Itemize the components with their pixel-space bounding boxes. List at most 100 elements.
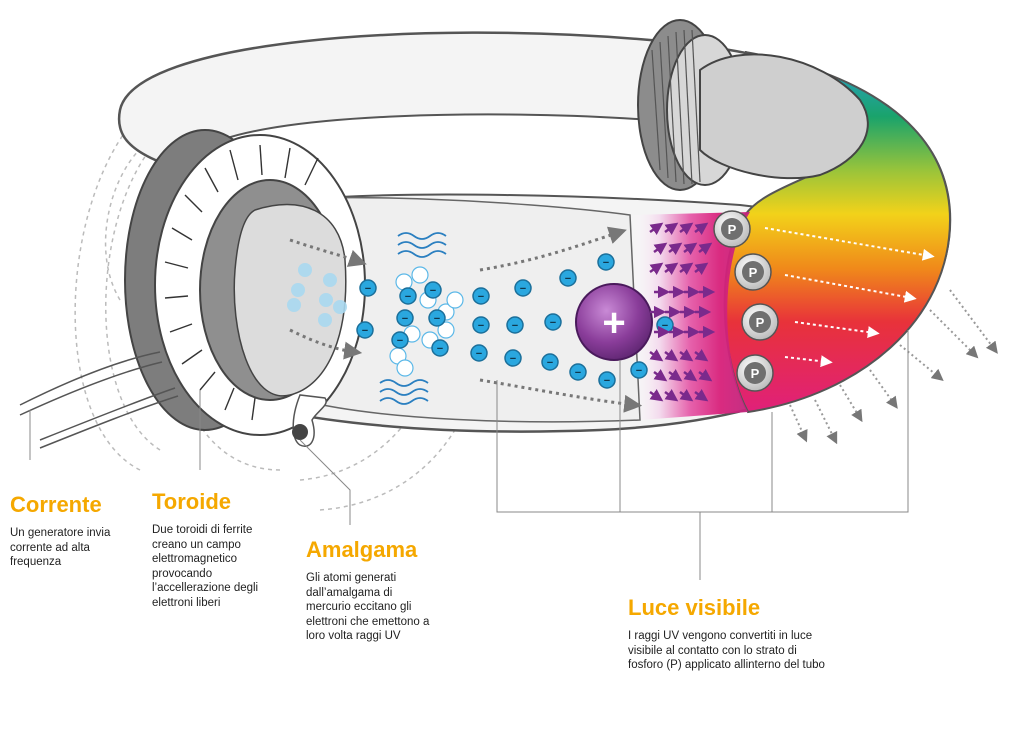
- electron: −: [391, 331, 409, 349]
- svg-text:−: −: [476, 348, 482, 360]
- luce-line: fosforo (P) applicato allinterno del tub…: [628, 659, 825, 671]
- uv-arrow: [679, 262, 694, 275]
- electron: −: [431, 339, 449, 357]
- electron-faded: [287, 298, 301, 312]
- uv-arrow: [698, 242, 713, 255]
- luce-title: Luce visibile: [628, 595, 761, 620]
- phosphor-atom: P: [734, 253, 772, 291]
- electron: −: [541, 353, 559, 371]
- electron-orbit: [437, 321, 455, 339]
- svg-text:−: −: [405, 291, 411, 303]
- uv-arrow: [694, 349, 709, 362]
- svg-text:P: P: [749, 265, 758, 280]
- electron-faded: [333, 300, 347, 314]
- svg-text:−: −: [565, 273, 571, 285]
- electron: −: [559, 269, 577, 287]
- electron: −: [428, 309, 446, 327]
- svg-text:−: −: [434, 313, 440, 325]
- electron: −: [504, 349, 522, 367]
- leader-lines: [29, 330, 909, 580]
- svg-text:−: −: [478, 320, 484, 332]
- svg-text:−: −: [430, 285, 436, 297]
- corrente-line: corrente ad alta: [10, 541, 90, 554]
- toroide-line: Due toroidi di ferrite: [152, 524, 253, 536]
- toroide-line: elettromagnetico: [152, 553, 238, 565]
- svg-text:−: −: [550, 317, 556, 329]
- uv-arrow: [694, 389, 709, 402]
- amalgama-line: loro volta raggi UV: [306, 630, 401, 642]
- electron-faded: [323, 273, 337, 287]
- label-toroide: Toroide Due toroidi di ferrite creano un…: [152, 489, 258, 610]
- svg-text:−: −: [575, 367, 581, 379]
- uv-waves: [379, 232, 447, 405]
- uv-arrow: [664, 222, 679, 235]
- amalgama-desc: Gli atomi generati dall’amalgama di merc…: [306, 571, 429, 644]
- label-amalgama: Amalgama Gli atomi generati dall’amalgam…: [306, 537, 429, 644]
- svg-text:−: −: [478, 291, 484, 303]
- uv-arrow: [649, 262, 664, 275]
- amalgama-line: mercurio eccitano gli: [306, 601, 412, 613]
- uv-arrow: [698, 369, 713, 382]
- corrente-title: Corrente: [10, 492, 102, 517]
- uv-arrow: [668, 369, 683, 382]
- svg-text:−: −: [603, 257, 609, 269]
- svg-text:−: −: [437, 343, 443, 355]
- toroide-desc: Due toroidi di ferrite creano un campo e…: [152, 523, 258, 610]
- electron-orbit: [396, 359, 414, 377]
- phosphor-atom: P: [736, 354, 774, 392]
- electron: −: [569, 363, 587, 381]
- amalgama-title: Amalgama: [306, 537, 418, 562]
- uv-arrow: [653, 242, 668, 255]
- uv-arrow: [679, 222, 694, 235]
- uv-arrow: [694, 262, 709, 275]
- mercury-ion: +: [575, 283, 653, 361]
- uv-arrow: [649, 349, 664, 362]
- svg-text:−: −: [512, 320, 518, 332]
- electron: −: [399, 287, 417, 305]
- toroide-line: creano un campo: [152, 538, 241, 551]
- svg-text:−: −: [362, 325, 368, 337]
- luce-desc: I raggi UV vengono convertiti in luce vi…: [628, 629, 825, 673]
- electron: −: [472, 316, 490, 334]
- amalgama-line: dall’amalgama di: [306, 586, 393, 599]
- electron-orbit: [411, 266, 429, 284]
- power-wires: [19, 351, 179, 449]
- label-corrente: Corrente Un generatore invia corrente ad…: [10, 492, 110, 570]
- right-toroid: [637, 19, 869, 191]
- electron-faded: [298, 263, 312, 277]
- toroide-line: provocando: [152, 567, 213, 580]
- electron: −: [472, 287, 490, 305]
- svg-text:−: −: [397, 335, 403, 347]
- uv-arrow: [679, 349, 694, 362]
- svg-text:−: −: [402, 313, 408, 325]
- electron-faded: [319, 293, 333, 307]
- uv-arrow: [649, 389, 664, 402]
- electron: −: [424, 281, 442, 299]
- uv-arrow: [653, 369, 668, 382]
- svg-text:−: −: [520, 283, 526, 295]
- uv-arrow: [664, 262, 679, 275]
- electron: −: [356, 321, 374, 339]
- amalgam-drop: [292, 394, 327, 447]
- ion-symbol: +: [602, 301, 625, 345]
- uv-arrow: [668, 242, 683, 255]
- electron-orbit: [446, 291, 464, 309]
- phosphor-atom: P: [741, 303, 779, 341]
- electron-faded: [291, 283, 305, 297]
- uv-arrow: [664, 349, 679, 362]
- electron: −: [630, 361, 648, 379]
- svg-text:−: −: [636, 365, 642, 377]
- electron: −: [514, 279, 532, 297]
- toroide-line: elettroni liberi: [152, 596, 221, 609]
- light-rays-outside: [789, 289, 998, 445]
- electron-faded: [318, 313, 332, 327]
- phosphor-atom: P: [713, 210, 751, 248]
- light-rays-inside: [764, 227, 935, 368]
- electron: −: [506, 316, 524, 334]
- amalgama-line: elettroni che emettono a: [306, 615, 430, 628]
- corrente-line: frequenza: [10, 556, 62, 568]
- svg-text:−: −: [510, 353, 516, 365]
- uv-arrow: [694, 222, 709, 235]
